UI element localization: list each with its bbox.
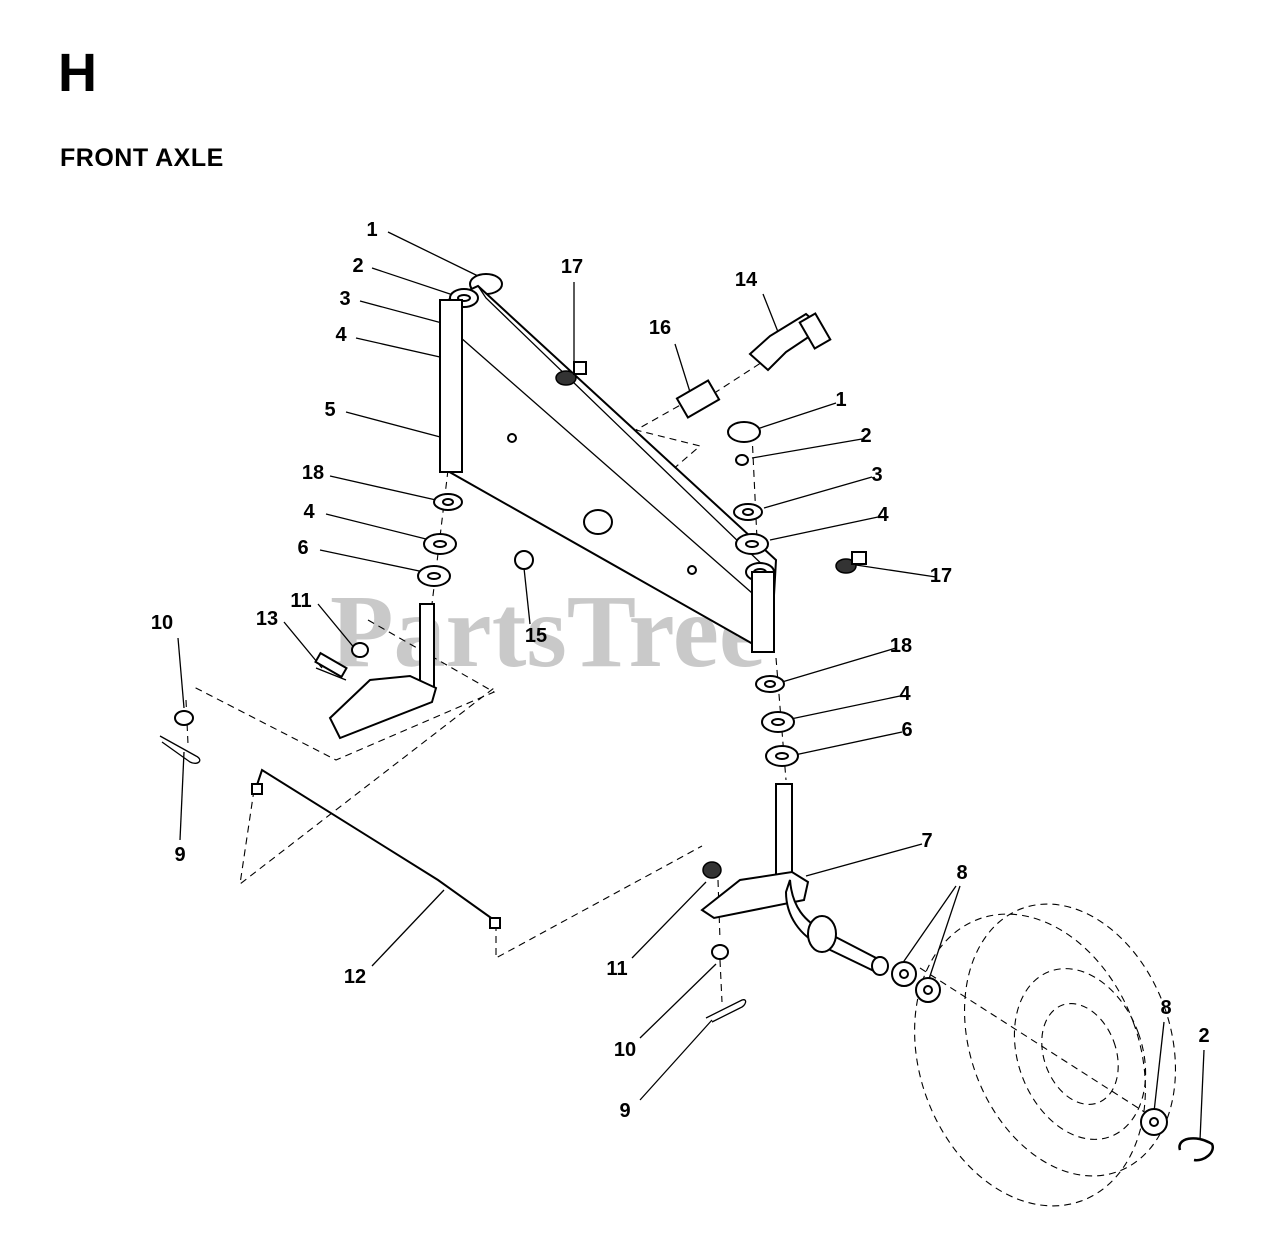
- callout-7: 7: [921, 830, 932, 852]
- front-wheel: [891, 903, 1215, 1207]
- callout-4: 4: [303, 501, 315, 523]
- nut-icon: [514, 550, 534, 570]
- right-spindle-stack: [727, 421, 799, 767]
- callout-8: 8: [1160, 997, 1171, 1019]
- left-spindle: [314, 603, 438, 740]
- callout-5: 5: [324, 399, 335, 421]
- callout-6: 6: [901, 719, 912, 741]
- callout-13: 13: [256, 608, 278, 630]
- right-spindle: [174, 710, 889, 976]
- callout-2: 2: [860, 425, 871, 447]
- callout-9: 9: [174, 844, 185, 866]
- spacer-icon: [675, 379, 721, 419]
- callout-17: 17: [930, 565, 952, 587]
- callout-17: 17: [561, 256, 583, 278]
- section-title: FRONT AXLE: [60, 144, 224, 172]
- callout-10: 10: [151, 612, 173, 634]
- callout-15: 15: [525, 625, 547, 647]
- callout-3: 3: [339, 288, 350, 310]
- callout-12: 12: [344, 966, 366, 988]
- callout-1: 1: [835, 389, 846, 411]
- washer-icon: [711, 944, 729, 960]
- nut-icon: [702, 861, 722, 879]
- callout-11: 11: [606, 958, 627, 980]
- callout-9: 9: [619, 1100, 630, 1122]
- callout-14: 14: [735, 269, 758, 291]
- callout-18: 18: [890, 635, 912, 657]
- callout-2: 2: [352, 255, 363, 277]
- callout-8: 8: [956, 862, 967, 884]
- callout-16: 16: [649, 317, 671, 339]
- section-letter: H: [58, 43, 97, 103]
- callout-11: 11: [290, 590, 311, 612]
- clip-icon: [735, 454, 749, 466]
- pivot-bolt: [675, 312, 832, 419]
- cotter-pins: [159, 735, 747, 1023]
- callout-4: 4: [335, 324, 347, 346]
- callout-3: 3: [871, 464, 882, 486]
- callout-1: 1: [366, 219, 377, 241]
- callout-10: 10: [614, 1039, 636, 1061]
- callout-18: 18: [302, 462, 324, 484]
- drag-link: [251, 768, 501, 929]
- axle-beam: [439, 284, 778, 653]
- cap-icon: [727, 421, 761, 443]
- callout-2: 2: [1198, 1025, 1209, 1047]
- callout-4: 4: [899, 683, 911, 705]
- clip-icon: [1178, 1137, 1215, 1162]
- leader-lines: [177, 231, 1205, 1141]
- callout-6: 6: [297, 537, 308, 559]
- callout-4: 4: [877, 504, 889, 526]
- grease-fittings: [514, 361, 867, 574]
